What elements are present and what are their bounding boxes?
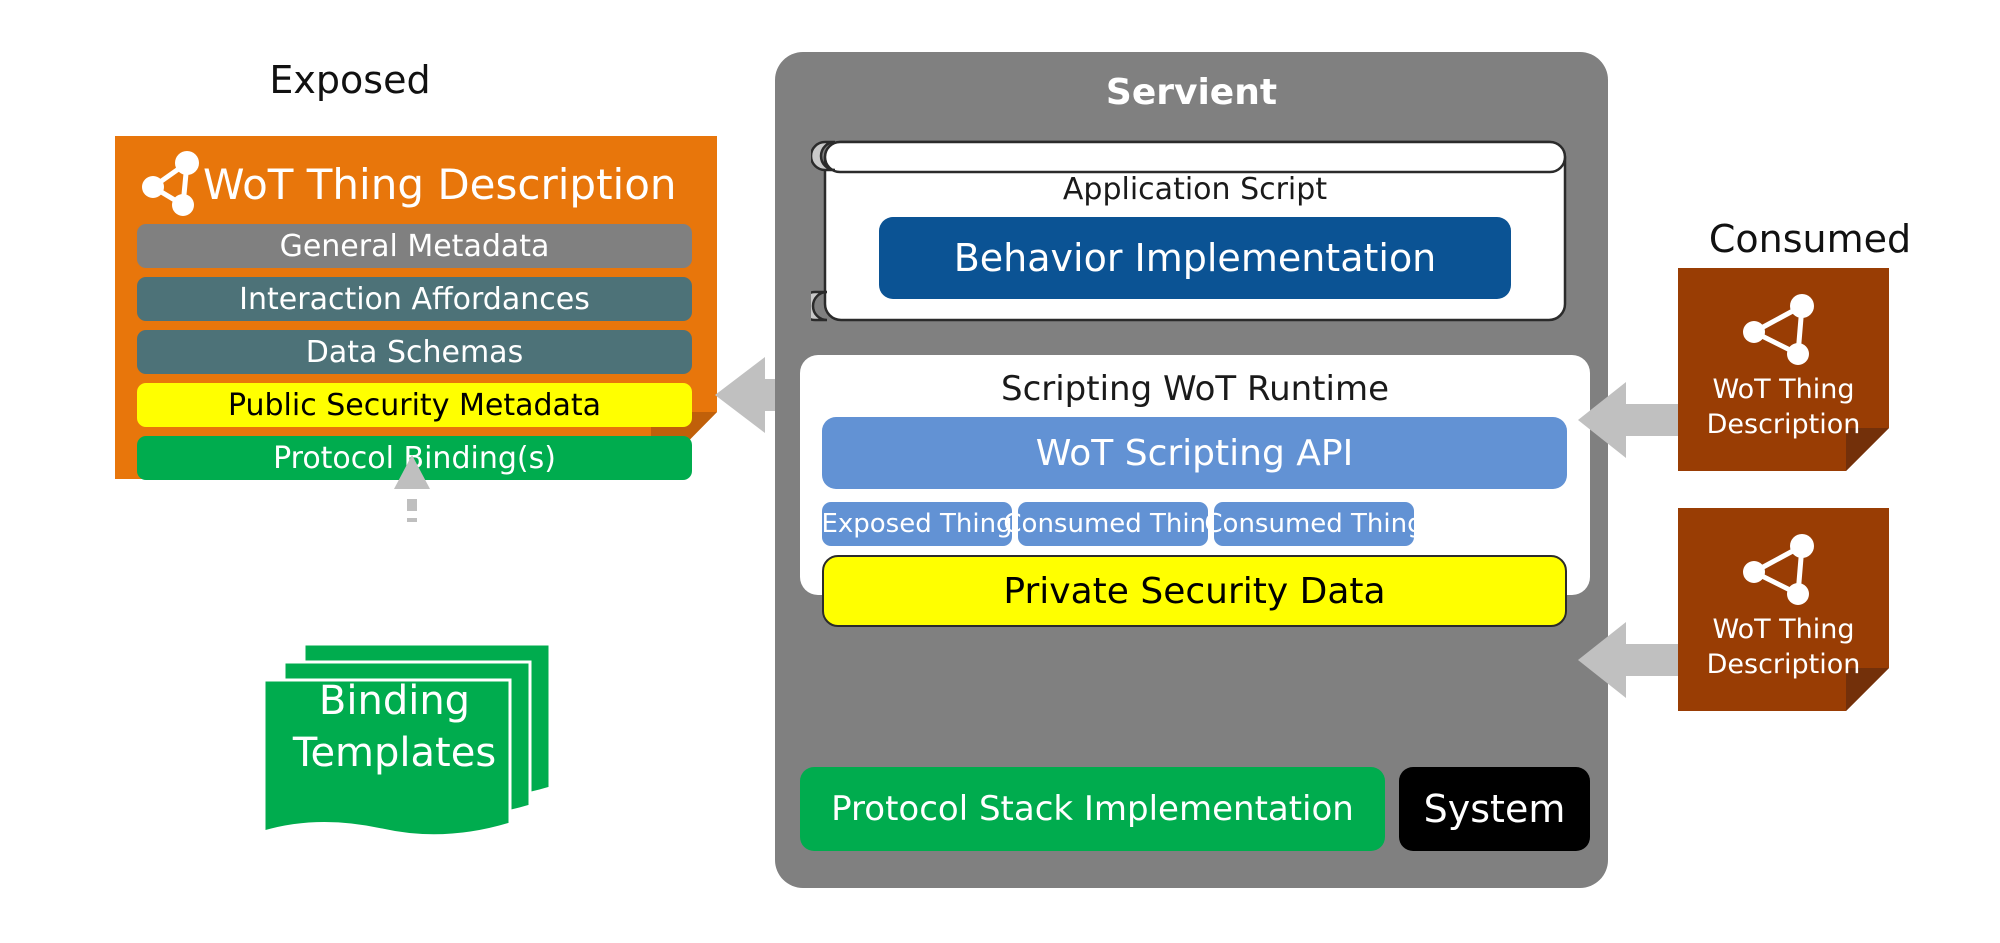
- consumed-caption: Consumed: [1708, 217, 1912, 261]
- consumed-td-label-line2: Description: [1706, 649, 1861, 680]
- exposed-td-title: WoT Thing Description: [203, 159, 677, 209]
- behavior-implementation-box: Behavior Implementation: [879, 217, 1511, 299]
- exposed-td-title-row: WoT Thing Description: [135, 150, 695, 218]
- consumed-td-label-line1: WoT Thing: [1712, 614, 1855, 645]
- consumed-thing-description-card-1: WoT Thing Description: [1678, 268, 1889, 471]
- protocol-stack-implementation-box: Protocol Stack Implementation: [800, 767, 1385, 851]
- consumed-thing-chip-1: Consumed Thing: [1003, 502, 1223, 546]
- exposed-caption: Exposed: [269, 58, 431, 102]
- binding-templates-label-line1: Binding: [318, 678, 471, 724]
- consumed-td-label-line1: WoT Thing: [1712, 374, 1855, 405]
- consumed-td-label-2: WoT Thing Description: [1678, 612, 1889, 682]
- share-nodes-icon: [1743, 534, 1814, 605]
- td-row-general-metadata: General Metadata: [137, 224, 692, 268]
- consumed-td-1-to-servient-arrow: [1578, 382, 1688, 458]
- folded-card-shape: [1678, 508, 1889, 711]
- exposed-thing-chip: Exposed Thing: [821, 502, 1013, 546]
- binding-templates-shape: [262, 642, 552, 838]
- share-nodes-icon: [1743, 294, 1814, 365]
- private-security-data-box: Private Security Data: [822, 555, 1567, 627]
- scripting-wot-runtime-label: Scripting WoT Runtime: [1000, 369, 1389, 409]
- td-row-interaction-affordances: Interaction Affordances: [137, 277, 692, 321]
- application-script-label: Application Script: [1062, 172, 1328, 207]
- consumed-thing-description-card-2: WoT Thing Description: [1678, 508, 1889, 711]
- share-nodes-icon: [142, 151, 199, 216]
- consumed-td-label-line2: Description: [1706, 409, 1861, 440]
- system-box: System: [1399, 767, 1590, 851]
- exposed-thing-description-card: WoT Thing Description General Metadata I…: [115, 136, 717, 480]
- binding-templates-stack: Binding Templates: [262, 640, 562, 850]
- binding-templates-label: Binding Templates: [272, 675, 517, 779]
- servient-title: Servient: [1105, 72, 1278, 113]
- wot-scripting-api-box: WoT Scripting API: [822, 417, 1567, 489]
- scripting-wot-runtime-panel: Scripting WoT Runtime WoT Scripting API …: [800, 355, 1590, 627]
- td-row-public-security-metadata: Public Security Metadata: [137, 383, 692, 427]
- consumed-thing-chip-2: Consumed Thing: [1204, 502, 1424, 546]
- consumed-td-2-to-servient-arrow: [1578, 622, 1688, 698]
- consumed-td-label-1: WoT Thing Description: [1678, 372, 1889, 442]
- td-row-data-schemas: Data Schemas: [137, 330, 692, 374]
- application-script-scroll: Application Script Behavior Implementati…: [811, 132, 1579, 328]
- folded-card-shape: [1678, 268, 1889, 471]
- binding-templates-to-protocol-binding-arrow: [394, 455, 430, 522]
- binding-templates-label-line2: Templates: [292, 730, 497, 776]
